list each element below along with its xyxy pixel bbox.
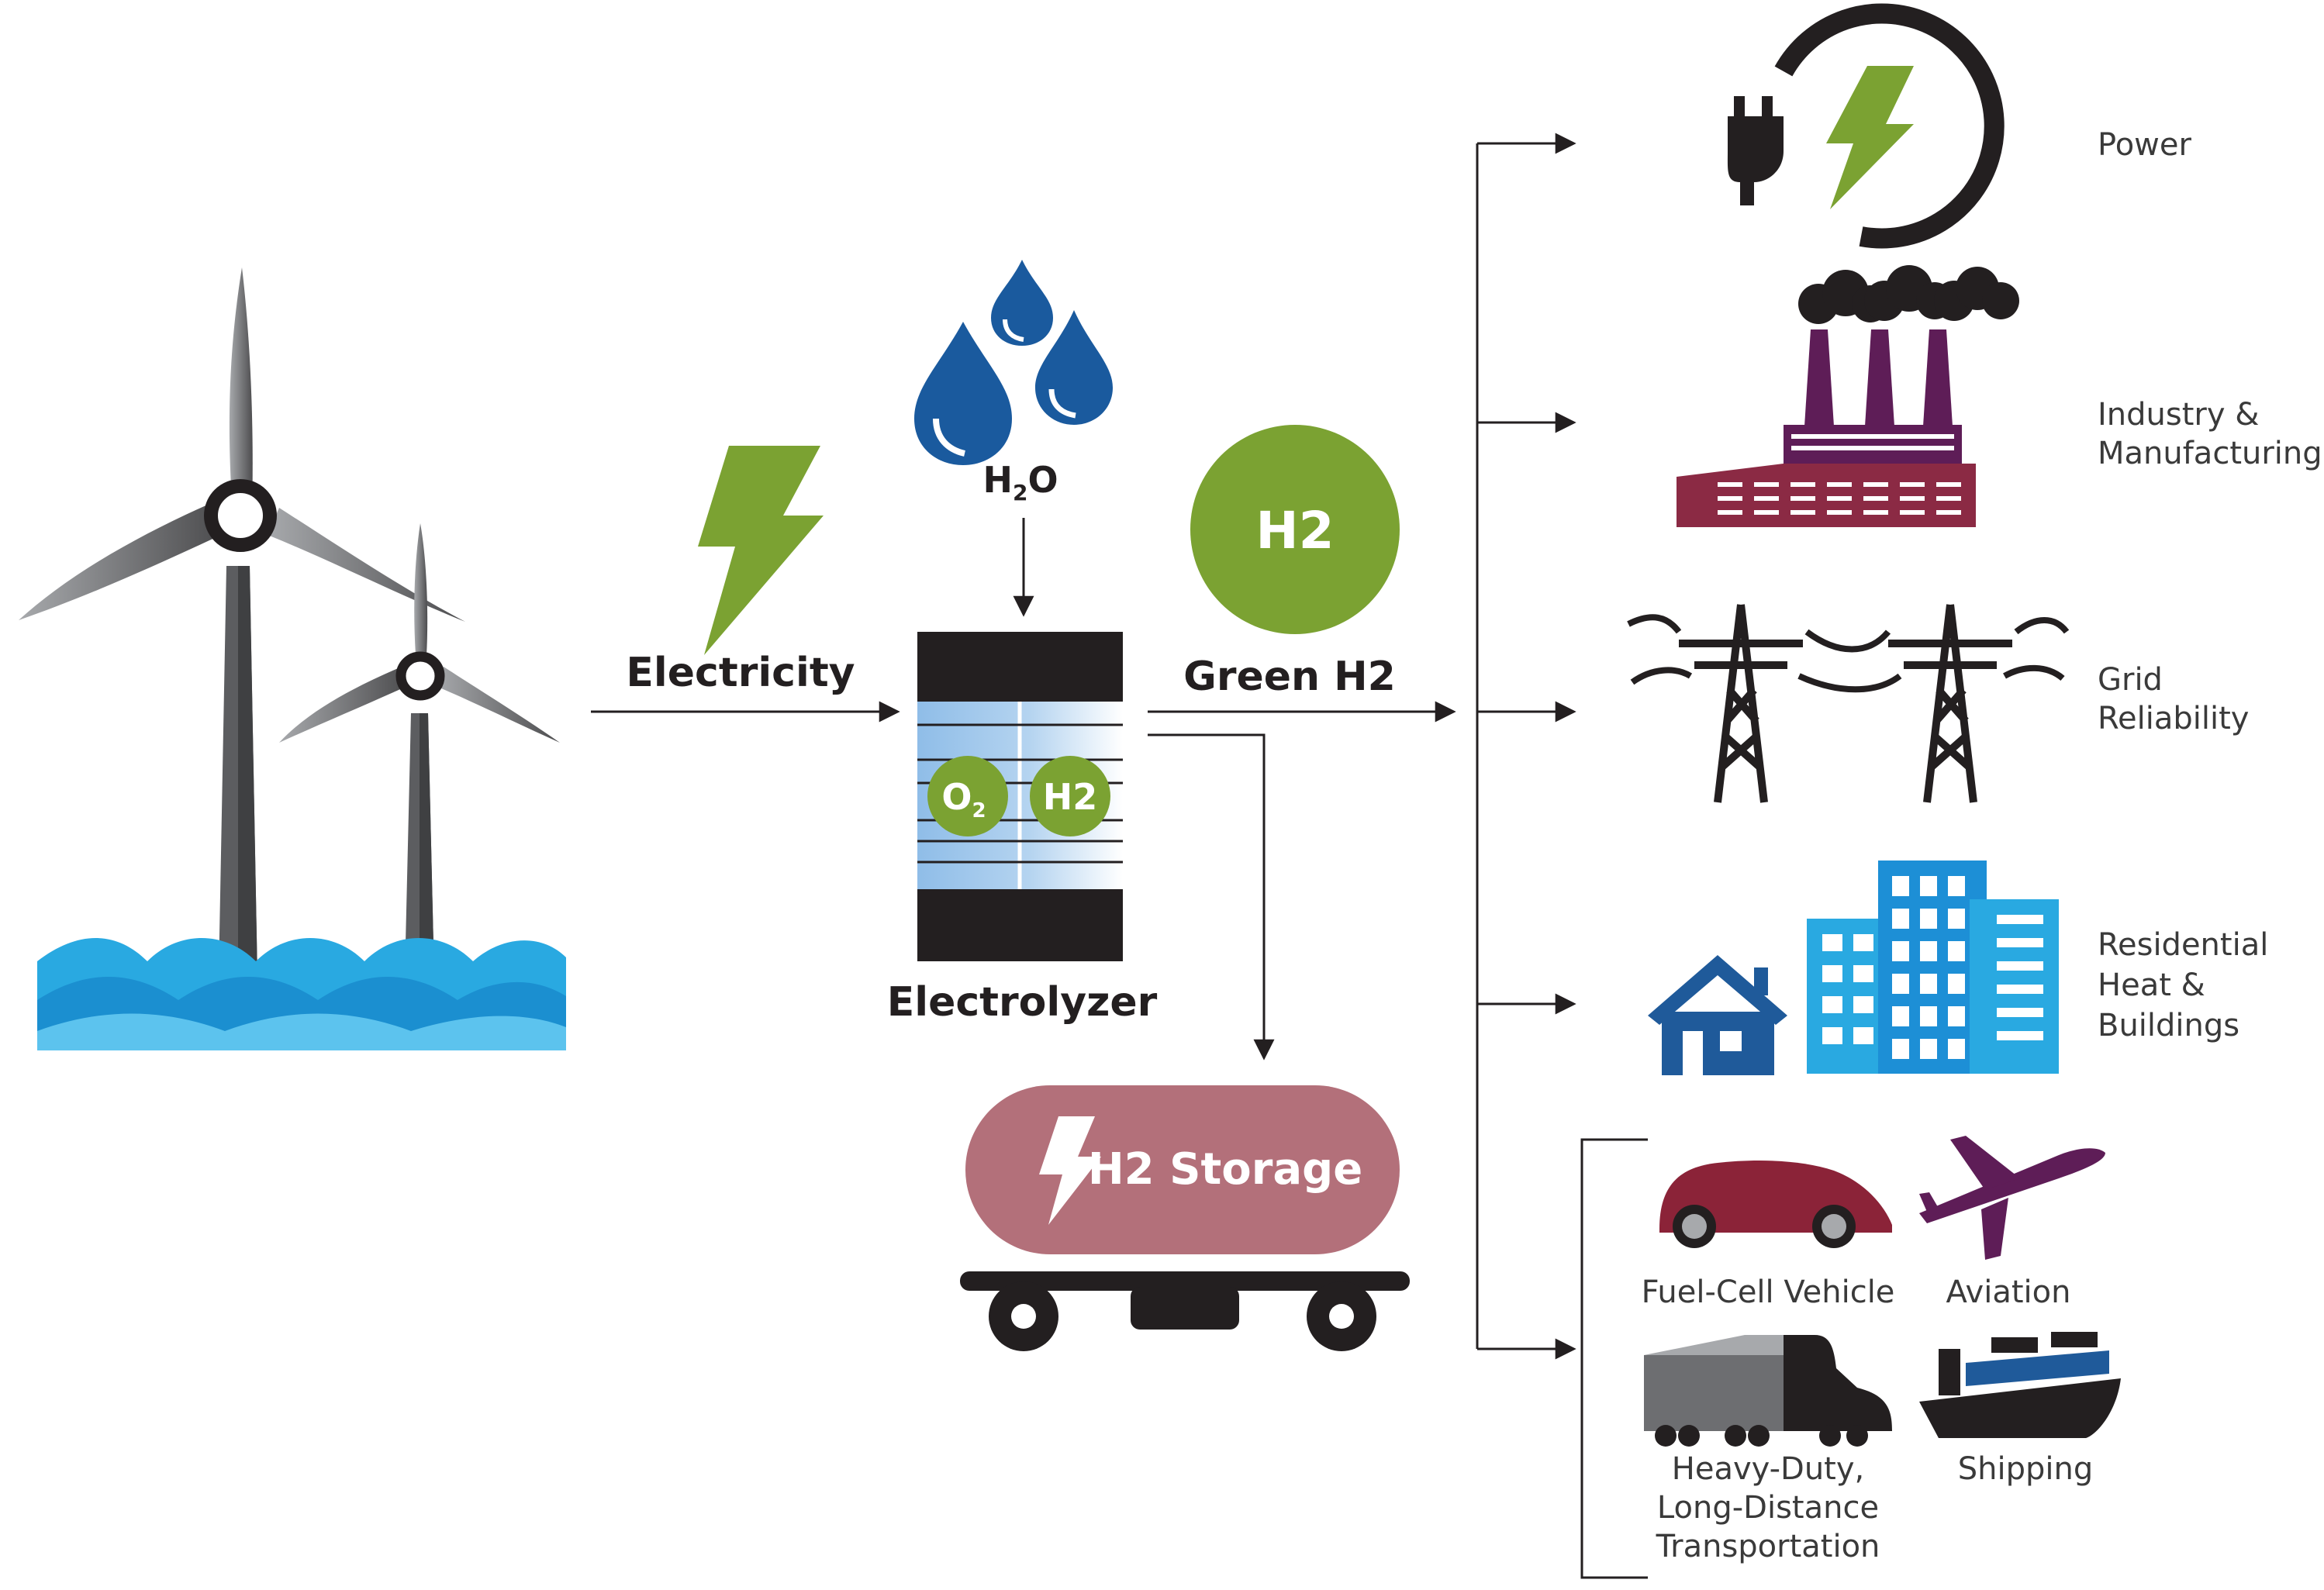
turbine-blade (229, 267, 253, 512)
green-h2-label: Green H2 (1183, 654, 1396, 700)
truck-icon (1644, 1335, 1892, 1447)
storage-bolt-icon (1039, 1116, 1101, 1225)
electricity-bolt-icon (698, 446, 824, 655)
turbine-hub (204, 479, 277, 552)
h2-circle-label: H2 (1255, 501, 1334, 560)
turbine-blade (279, 667, 407, 743)
storage-label: H2 Storage (1088, 1144, 1362, 1195)
shipping-label: Shipping (1958, 1451, 2094, 1487)
turbine-blade (414, 523, 428, 655)
h2-storage-tank: H2 Storage (960, 1085, 1410, 1351)
industry-label: Industry &Manufacturing (2098, 397, 2322, 471)
hydrogen-cell-label: H2 (1043, 776, 1098, 818)
aviation-label: Aviation (1946, 1274, 2071, 1310)
h2-circle (1190, 425, 1400, 634)
fuel-cell-label: Fuel-Cell Vehicle (1642, 1274, 1895, 1310)
airplane-icon (1919, 1136, 2105, 1260)
oxygen-label: O2 (941, 776, 986, 823)
turbine-hub (395, 651, 445, 701)
office-buildings-icon (1807, 861, 2059, 1074)
power-bolt-icon (1826, 66, 1914, 209)
power-icon (1727, 3, 2005, 249)
turbine-blade (19, 504, 221, 620)
hydrogen-bubble (1030, 756, 1110, 836)
turbine-blade (268, 508, 465, 622)
power-label: Power (2098, 127, 2191, 163)
water-label: H2O (982, 459, 1058, 505)
fuel-cell-car-icon (1659, 1161, 1892, 1248)
wind-turbines (19, 267, 566, 1050)
sea-waves (37, 938, 566, 1050)
turbine-blade (436, 667, 560, 743)
house-icon (1648, 955, 1787, 1075)
plug-icon (1727, 116, 1784, 205)
electrolyzer-label: Electrolyzer (887, 979, 1158, 1026)
oxygen-bubble (927, 756, 1008, 836)
transmission-tower-icon (1627, 604, 2070, 803)
distribution-lines (1476, 133, 1648, 1579)
ship-icon (1919, 1332, 2121, 1438)
electrolyzer-icon: O2 H2 (917, 632, 1123, 961)
water-drops-icon (914, 260, 1113, 465)
electricity-label: Electricity (626, 650, 855, 696)
storage-arrow (1148, 733, 1275, 1061)
factory-icon (1677, 265, 2019, 527)
